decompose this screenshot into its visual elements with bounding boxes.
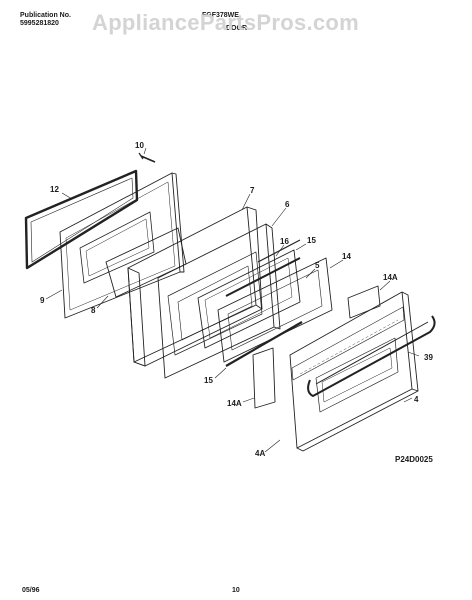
callout-14: 14 — [342, 252, 351, 261]
publication-label: Publication No. — [20, 12, 71, 19]
diagram-code: P24D0025 — [395, 455, 433, 464]
glass-retainer — [225, 321, 303, 367]
insulation-pad-upper — [347, 285, 381, 319]
door-gasket — [24, 169, 139, 270]
callout-14a-lower: 14A — [227, 399, 242, 408]
footer-date: 05/96 — [22, 587, 40, 594]
outer-glass-frame — [217, 257, 333, 363]
callout-39: 39 — [424, 353, 433, 362]
callout-15-lower: 15 — [204, 376, 213, 385]
footer-page-number: 10 — [232, 587, 240, 594]
door-handle — [307, 315, 436, 397]
callout-leaders — [45, 147, 420, 453]
callout-8: 8 — [91, 306, 96, 315]
callout-10: 10 — [135, 141, 144, 150]
callout-6: 6 — [285, 200, 290, 209]
section-title: DOOR — [226, 25, 247, 32]
glass-pack — [197, 239, 301, 349]
callout-7: 7 — [250, 186, 255, 195]
callout-5: 5 — [315, 261, 320, 270]
hinge-screw — [138, 152, 156, 163]
callout-4: 4 — [414, 395, 419, 404]
callout-12: 12 — [50, 185, 59, 194]
model-number: FGF378WE — [202, 12, 239, 19]
outer-door-panel — [289, 291, 419, 452]
callout-9: 9 — [40, 296, 45, 305]
callout-15-upper: 15 — [307, 236, 316, 245]
inner-door-liner — [59, 172, 185, 319]
watermark: AppliancePartsPros.com — [92, 10, 360, 35]
callout-16: 16 — [280, 237, 289, 246]
callout-14a-upper: 14A — [383, 273, 398, 282]
publication-number: 5995281820 — [20, 20, 59, 27]
insulation-pad-lower — [252, 347, 276, 409]
callout-4a: 4A — [255, 449, 265, 458]
